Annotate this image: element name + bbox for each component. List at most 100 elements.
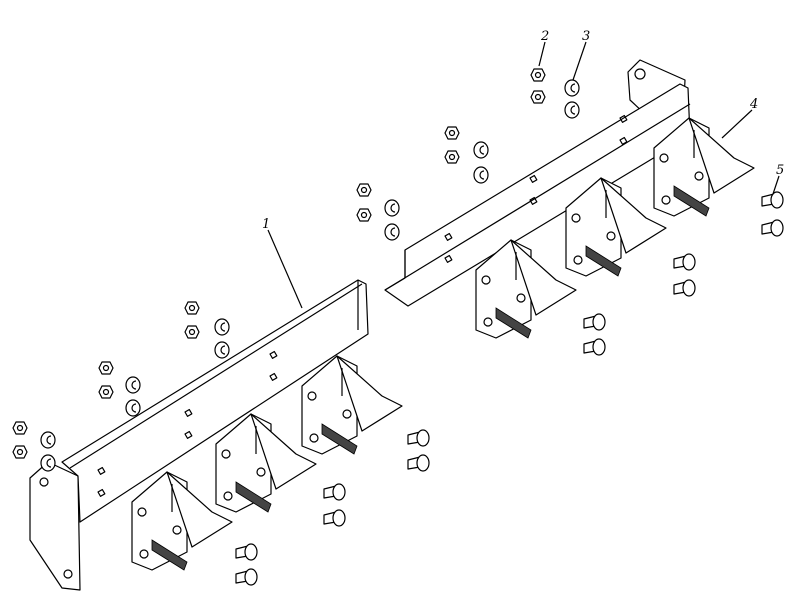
bracket-hole [516,293,526,303]
washer-split [390,203,396,213]
callout-label-1: 1 [262,217,270,232]
bolt-head [244,568,258,586]
spring-washer [40,454,56,472]
spring-washer [564,101,580,119]
bracket-gusset [600,177,667,254]
bracket [131,471,233,571]
bracket-edge-shading [495,307,532,339]
nut-bore [188,328,196,336]
callout-label-2: 2 [540,29,549,44]
bracket-hole [606,231,616,241]
callout-leader-2 [538,41,546,67]
hex-nut [530,90,546,104]
nut-bore [102,388,110,396]
hex-nut [444,126,460,140]
plate-hole [634,68,646,80]
hex-nut [184,325,200,339]
hex-nut [12,445,28,459]
bar-edge [69,283,363,469]
bolt-head [592,338,606,356]
square-hole [529,196,538,205]
bracket-hole [256,467,266,477]
bracket-gusset [336,355,403,432]
bracket-edge-shading [151,539,188,571]
bracket-hole [307,391,317,401]
bolt-head [770,191,784,209]
bracket-hole [694,171,704,181]
bracket-hole [139,549,149,559]
hex-nut [356,208,372,222]
callouts-layer: 1 2 3 4 5 [262,29,784,309]
washer-split [220,345,226,355]
bracket-gusset [166,471,233,548]
spring-washer [214,318,230,336]
nut-bore [448,153,456,161]
bracket [301,355,403,455]
bracket [215,413,317,513]
bolt-head [682,253,696,271]
square-hole [269,372,278,381]
callout-leader-3 [572,41,587,81]
washer-split [570,83,576,93]
nut-bore [534,71,542,79]
callout-label-3: 3 [582,29,590,44]
washer-split [479,145,485,155]
bracket-gusset [510,239,577,316]
bar-edge [384,103,691,291]
washer-split [46,435,52,445]
washer-split [46,458,52,468]
spring-washer [473,141,489,159]
bracket-edge-shading [235,481,272,513]
spring-washer [40,431,56,449]
spring-washer [384,223,400,241]
bracket-hole [571,213,581,223]
square-hole [444,232,453,241]
callout-label-4: 4 [749,97,758,112]
hex-nut [98,385,114,399]
spring-washer [125,376,141,394]
washer-split [131,403,137,413]
square-hole [619,114,628,123]
square-hole [269,350,278,359]
plate-hole [39,477,49,487]
bolt-head [332,509,346,527]
washer-split [479,170,485,180]
hex-nut [12,421,28,435]
bracket-edge-shading [321,423,358,455]
spring-washer [384,199,400,217]
bolt-head [416,429,430,447]
bracket [653,117,755,217]
bracket-hole [342,409,352,419]
bolt-head [416,454,430,472]
nut-bore [360,211,368,219]
bracket-hole [481,275,491,285]
washer-split [131,380,137,390]
bracket-hole [137,507,147,517]
square-hole [97,488,106,497]
spring-washer [214,341,230,359]
bracket-hole [172,525,182,535]
square-hole [529,174,538,183]
bracket-hole [661,195,671,205]
hex-nut [184,301,200,315]
bracket-hole [659,153,669,163]
hex-nut [356,183,372,197]
square-hole [97,466,106,475]
spring-washer [564,79,580,97]
bracket-hole [573,255,583,265]
plate-hole [63,569,73,579]
bracket-gusset [250,413,317,490]
square-hole [184,430,193,439]
nut-bore [16,448,24,456]
washer-split [390,227,396,237]
nut-bore [188,304,196,312]
bracket-hole [223,491,233,501]
square-hole [619,136,628,145]
square-hole [444,254,453,263]
bolt-head [682,279,696,297]
bracket-edge-shading [585,245,622,277]
bolt-head [770,219,784,237]
washer-split [570,105,576,115]
